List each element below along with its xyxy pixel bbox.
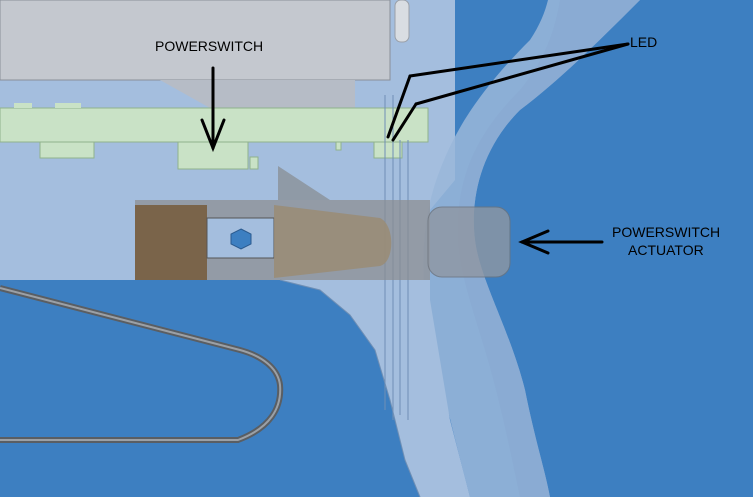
housing-lower bbox=[280, 280, 470, 497]
pcb-tab-1 bbox=[14, 103, 32, 108]
actuator-label-line2: ACTUATOR bbox=[628, 242, 704, 258]
top-component-base bbox=[160, 80, 355, 108]
pcb-pin bbox=[249, 156, 259, 170]
led-arrow-icon bbox=[386, 42, 630, 142]
pcb-component-1 bbox=[39, 141, 95, 159]
top-knob bbox=[394, 0, 410, 43]
bent-wire-highlight bbox=[0, 287, 282, 441]
led-label: LED bbox=[630, 34, 658, 50]
actuator-rib bbox=[278, 166, 330, 200]
power-switch-label: POWERSWITCH bbox=[155, 38, 264, 54]
actuator-button-tip bbox=[427, 206, 511, 278]
housing-band bbox=[390, 0, 640, 497]
power-switch-arrow-icon bbox=[200, 66, 226, 153]
actuator-arrow-icon bbox=[518, 229, 604, 255]
hex-nut-icon bbox=[230, 228, 252, 250]
housing-lower-edge bbox=[279, 279, 421, 497]
actuator-brown-block bbox=[135, 205, 207, 280]
led-component bbox=[373, 141, 403, 159]
pcb-tab-2 bbox=[55, 103, 81, 108]
top-component-box bbox=[0, 0, 391, 81]
housing-band-edge bbox=[457, 0, 640, 497]
actuator-tapered-shaft bbox=[274, 205, 392, 278]
pcb-pin-2 bbox=[335, 141, 342, 151]
actuator-label-line1: POWERSWITCH bbox=[612, 224, 721, 240]
